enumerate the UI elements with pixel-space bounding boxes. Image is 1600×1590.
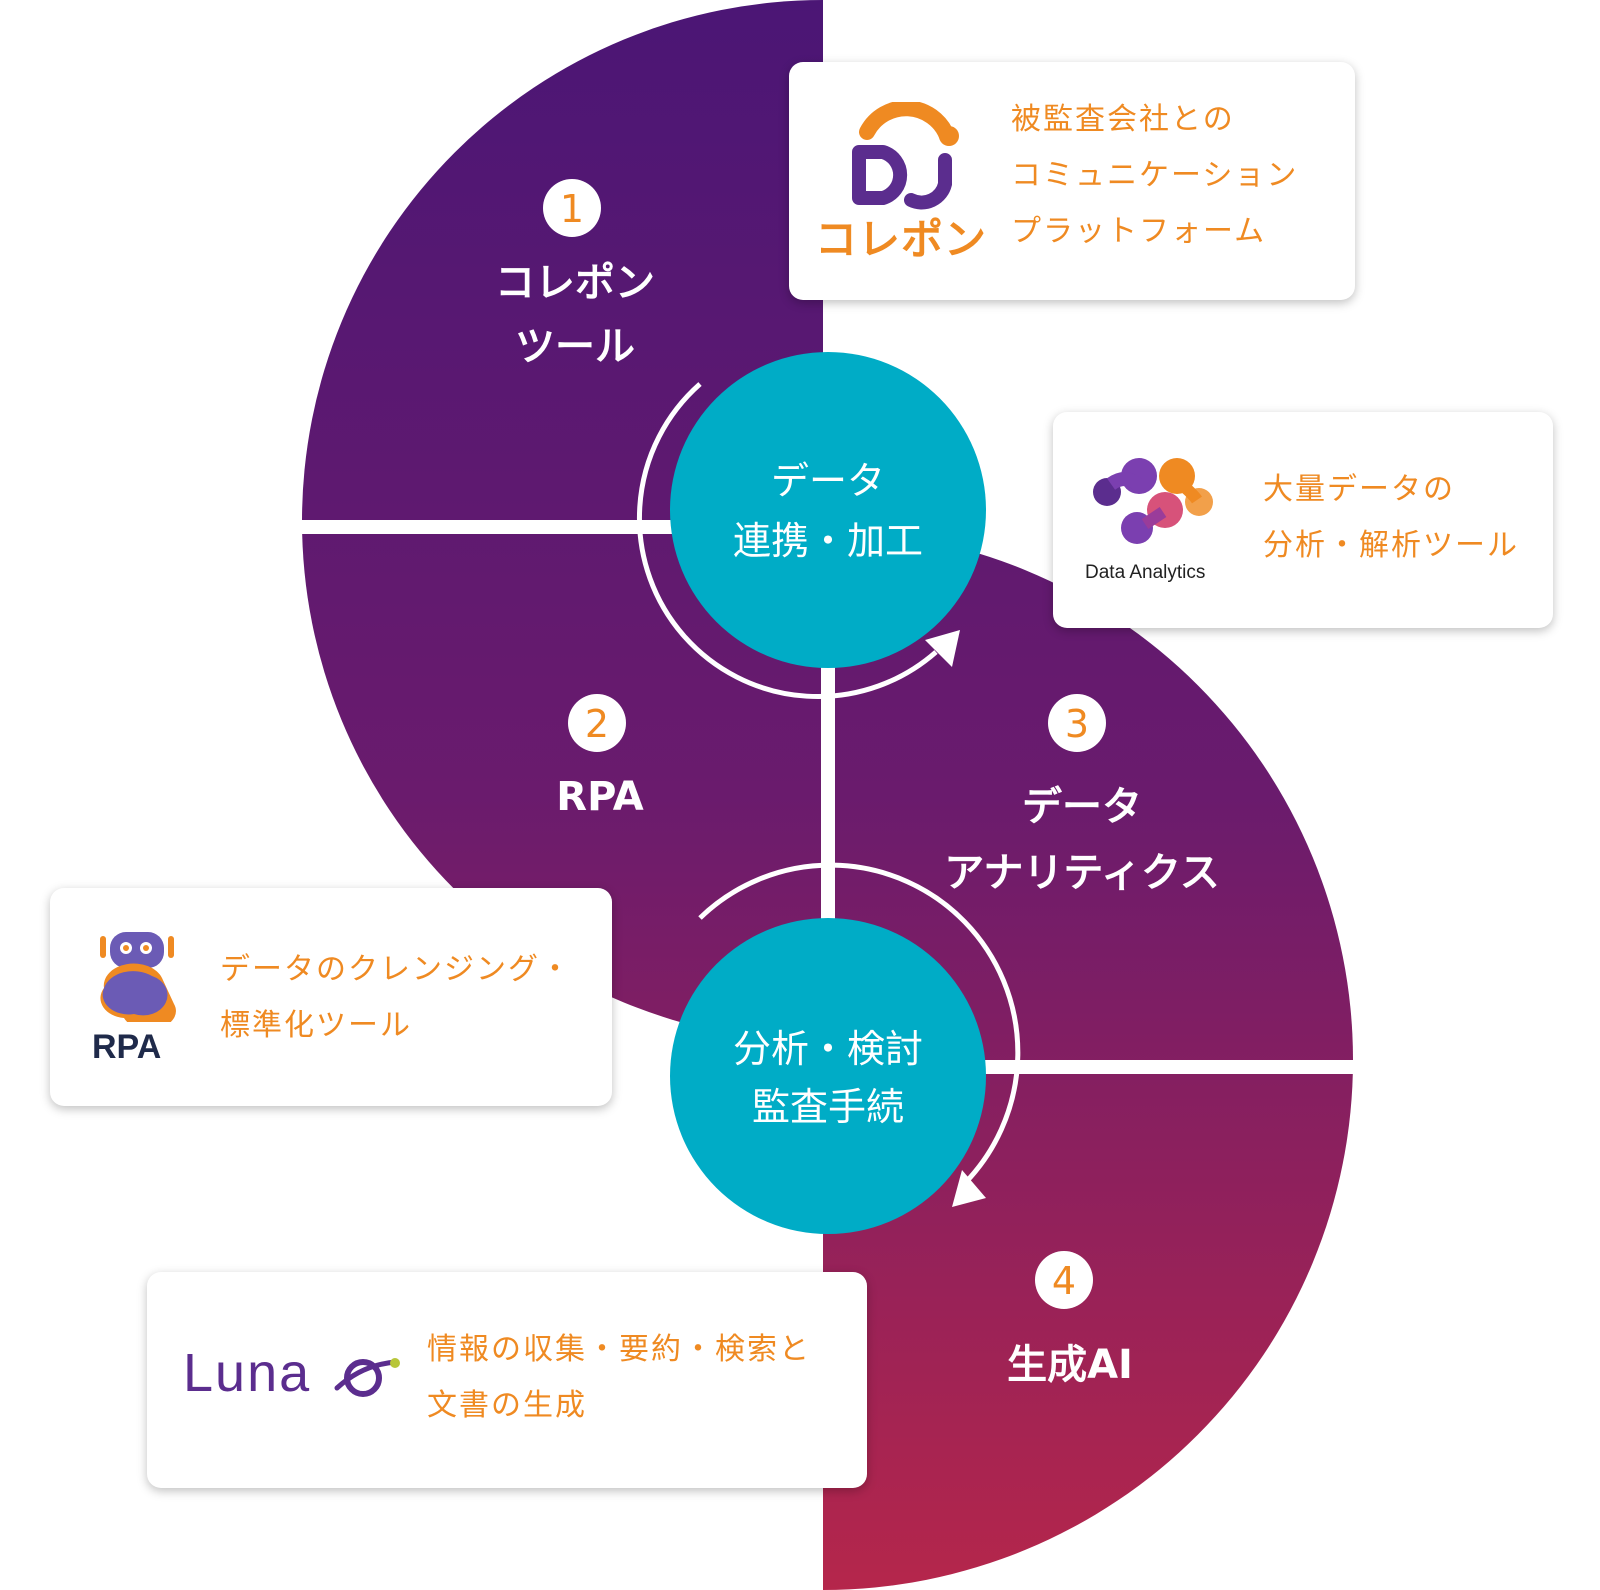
rpa-logo-text: RPA <box>92 1028 162 1066</box>
correpon-mark-icon <box>852 100 959 210</box>
card-correpon-description: 被監査会社との コミュニケーション プラットフォーム <box>1011 92 1298 260</box>
hub-2-line-1: 分析・検討 <box>733 1027 923 1071</box>
card-correpon-line-2: コミュニケーション <box>1011 158 1299 193</box>
segment-2-number: 2 <box>585 702 609 746</box>
card-luna-description: 情報の収集・要約・検索と 文書の生成 <box>427 1322 811 1434</box>
card-rpa-line-1: データのクレンジング・ <box>220 952 572 987</box>
hub-2-line-2: 監査手続 <box>752 1085 904 1129</box>
robot-icon <box>100 932 176 1022</box>
segment-2-number-badge <box>568 694 626 752</box>
correpon-logo-text: コレポン <box>815 216 988 263</box>
data-analytics-logo-text: Data Analytics <box>1085 562 1206 583</box>
card-correpon: コレポン 被監査会社との コミュニケーション プラットフォーム <box>789 62 1355 300</box>
segment-1-title-line-1: コレポン <box>495 260 655 306</box>
rpa-robot-logo: RPA <box>90 926 200 1066</box>
hub-1-line-2: 連携・加工 <box>733 519 923 563</box>
card-data-analytics-line-1: 大量データの <box>1263 472 1455 507</box>
hub-circle-data-integration <box>670 352 986 668</box>
segment-3-number: 3 <box>1065 702 1089 746</box>
data-analytics-logo: Data Analytics <box>1081 454 1231 594</box>
cycle-arrow-top-arc <box>636 382 938 700</box>
data-analytics-mark-icon <box>1093 458 1213 544</box>
card-data-analytics-line-2: 分析・解析ツール <box>1263 528 1519 563</box>
card-rpa-line-2: 標準化ツール <box>220 1008 412 1043</box>
segment-1-title-line-2: ツール <box>515 324 635 370</box>
card-luna-line-2: 文書の生成 <box>427 1388 587 1423</box>
cycle-arrow-bottom-icon <box>952 1170 986 1207</box>
cycle-arrow-bottom-arc <box>698 862 1021 1189</box>
hub-circle-analysis <box>670 918 986 1234</box>
segment-4-title: 生成AI <box>1007 1342 1133 1388</box>
segment-3-title-line-1: データ <box>1022 784 1142 830</box>
segment-3-title-line-2: アナリティクス <box>944 850 1220 896</box>
cycle-arrow-top-icon <box>925 630 960 667</box>
luna-logo: Luna <box>183 1342 403 1412</box>
correpon-logo: コレポン <box>815 100 986 263</box>
segment-1-number: 1 <box>560 187 584 231</box>
card-data-analytics-description: 大量データの 分析・解析ツール <box>1263 462 1519 574</box>
card-correpon-line-1: 被監査会社との <box>1011 102 1235 137</box>
segment-3-number-badge <box>1048 694 1106 752</box>
segment-4-number-badge <box>1035 1251 1093 1309</box>
hub-1-line-1: データ <box>771 459 885 503</box>
segment-4-number: 4 <box>1052 1259 1076 1303</box>
card-luna: Luna 情報の収集・要約・検索と 文書の生成 <box>147 1272 867 1488</box>
segment-2-title: RPA <box>556 774 643 820</box>
card-rpa-description: データのクレンジング・ 標準化ツール <box>220 942 572 1054</box>
card-luna-line-1: 情報の収集・要約・検索と <box>427 1332 811 1367</box>
luna-logo-text: Luna <box>183 1343 312 1403</box>
card-correpon-line-3: プラットフォーム <box>1011 214 1267 249</box>
card-rpa: RPA データのクレンジング・ 標準化ツール <box>50 888 612 1106</box>
segment-1-number-badge <box>543 179 601 237</box>
planet-icon <box>334 1358 400 1397</box>
card-data-analytics: Data Analytics 大量データの 分析・解析ツール <box>1053 412 1553 628</box>
